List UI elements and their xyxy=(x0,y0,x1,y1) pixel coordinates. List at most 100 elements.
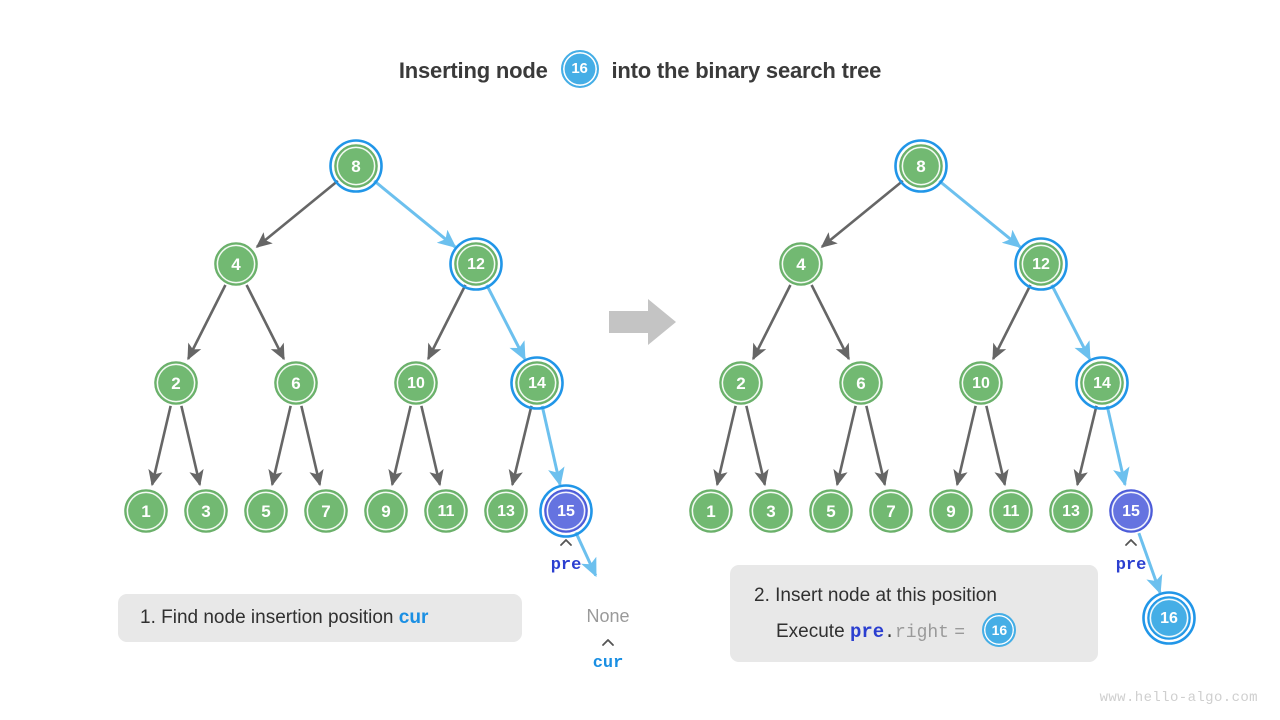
tree-node-label: 5 xyxy=(826,502,835,521)
tree-node-5[interactable]: 5 xyxy=(809,489,853,533)
tree-edge-L2-L1 xyxy=(148,405,172,487)
tree-node-13[interactable]: 13 xyxy=(1049,489,1093,533)
tree-node-label: 4 xyxy=(231,255,241,274)
tree-node-label: 13 xyxy=(497,503,515,520)
tree-node-label: 11 xyxy=(1003,503,1020,520)
tree-node-12[interactable]: 12 xyxy=(1014,237,1068,291)
tree-node-14[interactable]: 14 xyxy=(510,356,564,410)
caption-2-equals: = xyxy=(954,623,966,643)
caption-1-keyword-cur: cur xyxy=(398,607,429,628)
tree-node-label: 13 xyxy=(1062,503,1080,520)
tree-node-label: 8 xyxy=(916,157,925,176)
tree-node-10[interactable]: 10 xyxy=(959,361,1003,405)
insert-node-caption: 2. Insert node at this position Execute … xyxy=(730,565,1098,662)
tree-edge-L14-L15 xyxy=(540,405,565,487)
tree-node-3[interactable]: 3 xyxy=(749,489,793,533)
watermark: www.hello-algo.com xyxy=(1099,690,1258,706)
caption-2-line1: 2. Insert node at this position xyxy=(754,585,997,606)
tree-node-16[interactable]: 16 xyxy=(1142,591,1196,645)
tree-edge-R4-R2 xyxy=(751,284,792,361)
tree-edge-R10-R9 xyxy=(953,405,977,487)
tree-node-label: 3 xyxy=(766,502,775,521)
tree-node-label: 6 xyxy=(856,374,865,393)
tree-node-15[interactable]: 15 xyxy=(1109,489,1153,533)
tree-node-label: 2 xyxy=(736,374,745,393)
tree-node-11[interactable]: 11 xyxy=(989,489,1033,533)
tree-node-label: 7 xyxy=(321,502,330,521)
tree-node-13[interactable]: 13 xyxy=(484,489,528,533)
tree-node-8[interactable]: 8 xyxy=(894,139,948,193)
tree-node-9[interactable]: 9 xyxy=(929,489,973,533)
tree-node-label: 15 xyxy=(557,503,575,520)
tree-node-5[interactable]: 5 xyxy=(244,489,288,533)
left-pre-caret-icon xyxy=(560,539,572,546)
tree-node-label: 12 xyxy=(1032,256,1050,273)
tree-node-1[interactable]: 1 xyxy=(124,489,168,533)
tree-edges xyxy=(148,179,1163,595)
caption-2-line2: Execute pre.right = 16 xyxy=(754,612,1074,652)
tree-node-4[interactable]: 4 xyxy=(779,242,823,286)
tree-node-label: 12 xyxy=(467,256,485,273)
tree-node-label: 11 xyxy=(438,503,455,520)
tree-edge-R2-R3 xyxy=(745,405,769,487)
tree-node-label: 7 xyxy=(886,502,895,521)
left-cur-pointer-label: cur xyxy=(592,654,624,673)
tree-node-12[interactable]: 12 xyxy=(449,237,503,291)
caption-2-node-badge: 16 xyxy=(982,612,1017,647)
tree-node-8[interactable]: 8 xyxy=(329,139,383,193)
tree-edge-L6-L7 xyxy=(300,405,324,487)
tree-edge-R6-R7 xyxy=(865,405,889,487)
tree-node-label: 8 xyxy=(351,157,360,176)
caption-2-pre: pre xyxy=(849,621,885,643)
tree-edge-R8-R12 xyxy=(938,179,1022,249)
tree-edge-dangling-none xyxy=(574,531,598,578)
tree-node-label: 14 xyxy=(528,375,546,392)
tree-edge-L8-L12 xyxy=(373,179,457,249)
tree-node-9[interactable]: 9 xyxy=(364,489,408,533)
tree-node-label: 9 xyxy=(946,502,955,521)
tree-node-label: 4 xyxy=(796,255,806,274)
tree-node-2[interactable]: 2 xyxy=(719,361,763,405)
find-insertion-position-caption: 1. Find node insertion position cur xyxy=(118,594,522,642)
right-pre-pointer-label: pre xyxy=(1115,556,1147,575)
tree-edge-R2-R1 xyxy=(713,405,737,487)
tree-edge-L10-L11 xyxy=(420,405,444,487)
tree-node-15[interactable]: 15 xyxy=(539,484,593,538)
tree-node-label: 14 xyxy=(1093,375,1111,392)
tree-node-label: 9 xyxy=(381,502,390,521)
tree-edge-L14-L13 xyxy=(508,405,533,487)
caption-2-execute: Execute xyxy=(776,621,845,642)
tree-node-14[interactable]: 14 xyxy=(1075,356,1129,410)
right-pre-caret-icon xyxy=(1125,539,1137,546)
tree-edge-R4-R6 xyxy=(810,284,851,361)
tree-edge-R12-R14 xyxy=(1050,284,1092,361)
tree-node-7[interactable]: 7 xyxy=(869,489,913,533)
tree-node-4[interactable]: 4 xyxy=(214,242,258,286)
page-title: Inserting node 16 into the binary search… xyxy=(0,50,1280,90)
tree-node-label: 10 xyxy=(972,375,990,392)
tree-node-label: 1 xyxy=(141,502,150,521)
tree-node-label: 10 xyxy=(407,375,425,392)
left-cur-caret-icon xyxy=(602,639,614,646)
tree-node-1[interactable]: 1 xyxy=(689,489,733,533)
tree-edge-L12-L14 xyxy=(485,284,527,361)
right-arrow-icon xyxy=(609,299,676,345)
tree-edge-R6-R5 xyxy=(833,405,857,487)
tree-node-6[interactable]: 6 xyxy=(839,361,883,405)
tree-node-2[interactable]: 2 xyxy=(154,361,198,405)
tree-node-6[interactable]: 6 xyxy=(274,361,318,405)
tree-edge-L4-L6 xyxy=(245,284,286,361)
tree-node-10[interactable]: 10 xyxy=(394,361,438,405)
tree-node-11[interactable]: 11 xyxy=(424,489,468,533)
tree-node-label: 15 xyxy=(1122,503,1140,520)
tree-edge-L4-L2 xyxy=(186,284,227,361)
tree-node-label: 6 xyxy=(291,374,300,393)
caption-2-dot: . xyxy=(884,623,895,643)
tree-node-label: 16 xyxy=(1160,610,1178,627)
tree-node-7[interactable]: 7 xyxy=(304,489,348,533)
tree-edge-L8-L4 xyxy=(255,179,339,248)
tree-node-3[interactable]: 3 xyxy=(184,489,228,533)
